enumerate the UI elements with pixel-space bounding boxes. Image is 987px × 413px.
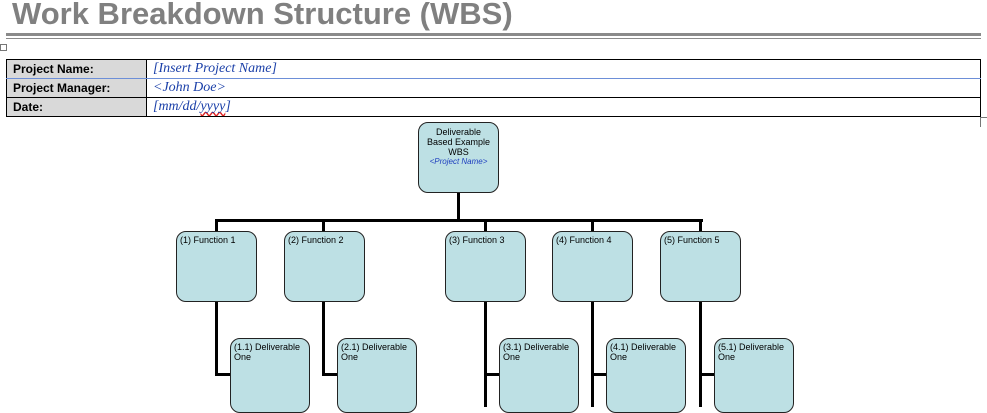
- date-value[interactable]: [mm/dd/yyyy]: [146, 97, 981, 117]
- project-name-label: Project Name:: [6, 59, 147, 79]
- deliverable-node-2-1[interactable]: (2.1) Deliverable One: [337, 338, 417, 413]
- wbs-root-node[interactable]: Deliverable Based Example WBS <Project N…: [418, 122, 499, 193]
- table-row: Project Manager: <John Doe>: [6, 78, 981, 98]
- function-node-1[interactable]: (1) Function 1: [176, 231, 257, 302]
- root-connector: [457, 192, 460, 220]
- project-manager-value[interactable]: <John Doe>: [146, 78, 981, 98]
- function-label: (2) Function 2: [288, 235, 344, 245]
- page-title: Work Breakdown Structure (WBS): [12, 0, 513, 31]
- deliverable-label: (1.1) Deliverable One: [234, 342, 301, 362]
- deliverable-node-3-1[interactable]: (3.1) Deliverable One: [499, 338, 579, 413]
- deliverable-node-4-1[interactable]: (4.1) Deliverable One: [606, 338, 686, 413]
- title-rule-thick: [6, 33, 981, 36]
- project-name-value[interactable]: [Insert Project Name]: [146, 59, 981, 79]
- drop-function-3: [484, 219, 487, 233]
- function-label: (4) Function 4: [556, 235, 612, 245]
- deliverable-node-5-1[interactable]: (5.1) Deliverable One: [714, 338, 794, 413]
- stem-2: [322, 300, 325, 375]
- horizontal-bus: [215, 219, 703, 222]
- deliverable-label: (3.1) Deliverable One: [503, 342, 570, 362]
- stem-3: [484, 300, 487, 407]
- branch-4: [591, 373, 608, 376]
- drop-function-4: [591, 219, 594, 233]
- branch-2: [322, 373, 339, 376]
- drop-function-5: [699, 219, 702, 233]
- root-project-name: <Project Name>: [429, 157, 488, 166]
- stem-5: [699, 300, 702, 407]
- table-move-handle[interactable]: [0, 44, 7, 51]
- date-value-suffix: ]: [225, 99, 231, 114]
- date-label: Date:: [6, 97, 147, 117]
- text-cursor-line: [6, 78, 981, 79]
- deliverable-label: (2.1) Deliverable One: [341, 342, 408, 362]
- root-line-3: WBS: [448, 147, 469, 157]
- deliverable-node-1-1[interactable]: (1.1) Deliverable One: [230, 338, 310, 413]
- drop-function-2: [322, 219, 325, 233]
- date-value-prefix: [mm/dd/: [153, 99, 201, 114]
- root-line-2: Based Example: [426, 137, 491, 147]
- margin-marker: [980, 117, 987, 127]
- branch-5: [699, 373, 716, 376]
- root-line-1: Deliverable: [435, 127, 482, 137]
- title-rule-thin: [6, 38, 981, 39]
- project-info-table: Project Name: [Insert Project Name] Proj…: [6, 59, 981, 117]
- table-row: Date: [mm/dd/yyyy]: [6, 97, 981, 117]
- branch-1: [215, 373, 232, 376]
- deliverable-label: (5.1) Deliverable One: [718, 342, 785, 362]
- function-label: (1) Function 1: [180, 235, 236, 245]
- branch-3: [484, 373, 501, 376]
- function-node-5[interactable]: (5) Function 5: [660, 231, 741, 302]
- function-node-2[interactable]: (2) Function 2: [284, 231, 365, 302]
- drop-function-1: [215, 219, 218, 233]
- table-row: Project Name: [Insert Project Name]: [6, 59, 981, 79]
- deliverable-label: (4.1) Deliverable One: [610, 342, 677, 362]
- function-node-4[interactable]: (4) Function 4: [552, 231, 633, 302]
- function-label: (3) Function 3: [449, 235, 505, 245]
- project-manager-label: Project Manager:: [6, 78, 147, 98]
- stem-1: [215, 300, 218, 375]
- function-node-3[interactable]: (3) Function 3: [445, 231, 526, 302]
- stem-4: [591, 300, 594, 407]
- date-value-misspelled: yyyy: [200, 99, 226, 114]
- function-label: (5) Function 5: [664, 235, 720, 245]
